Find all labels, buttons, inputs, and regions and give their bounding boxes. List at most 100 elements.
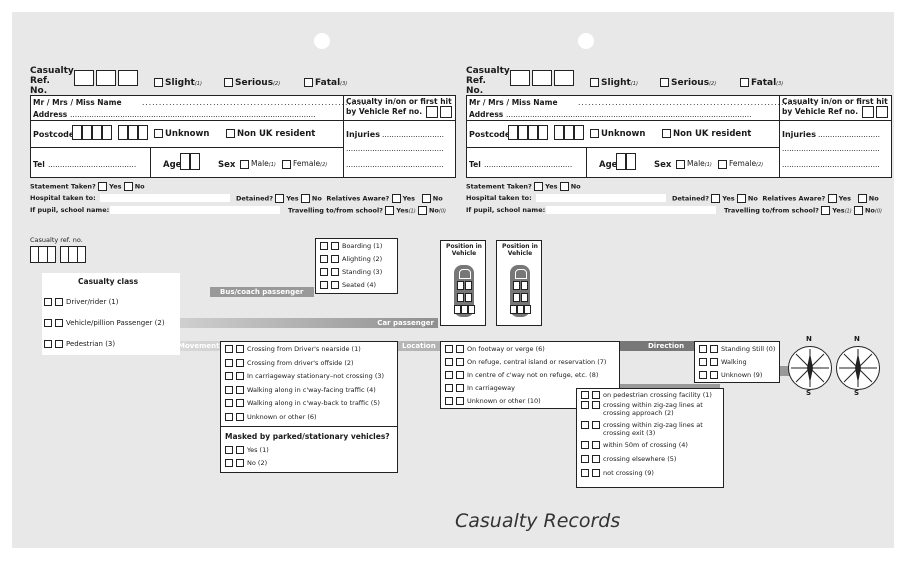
ref-box[interactable] (532, 70, 552, 86)
checkbox[interactable] (225, 385, 233, 394)
school-field[interactable] (546, 206, 716, 214)
ref-box[interactable] (554, 70, 574, 86)
checkbox[interactable] (320, 242, 328, 250)
age-box[interactable] (626, 153, 636, 170)
name-field[interactable]: ........................................… (578, 98, 805, 107)
injuries-field[interactable]: .......................... (818, 130, 880, 139)
checkbox[interactable] (331, 268, 339, 276)
statement-yes[interactable] (98, 182, 108, 191)
vehicle-ref-box[interactable] (876, 106, 888, 118)
seat-box[interactable] (524, 305, 531, 314)
postcode-box[interactable] (82, 125, 92, 140)
address-field[interactable]: ........................................… (506, 110, 752, 119)
relatives-yes[interactable] (827, 194, 837, 203)
checkbox[interactable] (225, 412, 233, 421)
checkbox[interactable] (236, 385, 244, 394)
vehicle-ref-box[interactable] (440, 106, 452, 118)
option-item[interactable]: In carriageway stationary–not crossing (… (225, 372, 384, 380)
lower-ref-box-1[interactable] (30, 246, 56, 263)
tel-field[interactable]: ..................................... (48, 160, 137, 169)
seat-box[interactable] (457, 293, 464, 302)
option-item[interactable]: Crossing from Driver's nearside (1) (225, 345, 361, 353)
option-item[interactable]: Crossing from driver's offside (2) (225, 358, 354, 367)
injuries-field-3[interactable]: ........................................… (782, 160, 880, 169)
checkbox[interactable] (699, 345, 707, 353)
severity-2[interactable]: Fatal(3) (304, 78, 347, 88)
option-item[interactable]: In centre of c'way not on refuge, etc. (… (445, 371, 598, 379)
seat-box[interactable] (468, 305, 475, 314)
ref-box[interactable] (74, 70, 94, 86)
checkbox[interactable] (236, 358, 244, 367)
checkbox[interactable] (581, 421, 589, 429)
postcode-box[interactable] (72, 125, 82, 140)
severity-1[interactable]: Serious(2) (224, 78, 280, 88)
postcode-box[interactable] (538, 125, 548, 140)
severity-checkbox[interactable] (154, 78, 163, 87)
travelling-yes[interactable] (385, 206, 395, 215)
postcode-box[interactable] (518, 125, 528, 140)
crossing-option[interactable]: crossing within zig-zag lines at crossin… (581, 401, 723, 417)
statement-no[interactable] (559, 182, 569, 191)
postcode-box[interactable] (118, 125, 128, 140)
option-item[interactable]: Alighting (2) (320, 255, 382, 263)
travelling-no[interactable] (417, 206, 427, 215)
severity-checkbox[interactable] (660, 78, 669, 87)
checkbox[interactable] (225, 345, 233, 353)
seat-box[interactable] (465, 281, 472, 290)
postcode-box[interactable] (508, 125, 518, 140)
crossing-option[interactable]: on pedestrian crossing facility (1) (581, 391, 723, 399)
checkbox[interactable] (456, 345, 464, 353)
vehicle-ref-box[interactable] (426, 106, 438, 118)
option-item[interactable]: On footway or verge (6) (445, 345, 545, 353)
postcode-box[interactable] (138, 125, 148, 140)
checkbox[interactable] (320, 255, 328, 263)
checkbox[interactable] (699, 358, 707, 366)
hospital-field[interactable] (100, 194, 230, 202)
class-option[interactable]: Pedestrian (3) (44, 340, 115, 348)
class-option[interactable]: Driver/rider (1) (44, 298, 119, 306)
severity-0[interactable]: Slight(1) (154, 78, 202, 88)
travelling-yes[interactable] (821, 206, 831, 215)
checkbox[interactable] (320, 281, 328, 289)
seat-box[interactable] (513, 281, 520, 290)
postcode-box[interactable] (102, 125, 112, 140)
option-item[interactable]: No (2) (225, 459, 267, 467)
option-item[interactable]: Yes (1) (225, 446, 269, 454)
unknown-option[interactable]: Unknown (154, 129, 209, 139)
seat-box[interactable] (461, 305, 468, 314)
checkbox[interactable] (581, 455, 589, 463)
lower-ref-box-2[interactable] (60, 246, 86, 263)
checkbox[interactable] (592, 455, 600, 463)
male-option[interactable]: Male(1) (240, 159, 276, 169)
option-item[interactable]: Standing Still (0) (699, 345, 775, 353)
relatives-no[interactable] (421, 194, 431, 203)
checkbox[interactable] (592, 391, 600, 399)
checkbox[interactable] (331, 281, 339, 289)
checkbox[interactable] (445, 371, 453, 379)
vehicle-ref-box[interactable] (862, 106, 874, 118)
checkbox[interactable] (456, 371, 464, 379)
detained-yes[interactable] (711, 194, 721, 203)
checkbox[interactable] (236, 412, 244, 421)
hospital-field[interactable] (536, 194, 666, 202)
checkbox[interactable] (236, 446, 244, 454)
postcode-box[interactable] (528, 125, 538, 140)
crossing-option[interactable]: crossing elsewhere (5) (581, 455, 723, 463)
detained-no[interactable] (300, 194, 310, 203)
travelling-no[interactable] (853, 206, 863, 215)
seat-box[interactable] (454, 305, 461, 314)
checkbox[interactable] (225, 358, 233, 367)
checkbox[interactable] (699, 371, 707, 379)
checkbox[interactable] (236, 459, 244, 467)
class-option[interactable]: Vehicle/pillion Passenger (2) (44, 319, 165, 327)
seat-box[interactable] (521, 293, 528, 302)
checkbox[interactable] (581, 469, 589, 477)
severity-0[interactable]: Slight(1) (590, 78, 638, 88)
severity-checkbox[interactable] (224, 78, 233, 87)
checkbox[interactable] (581, 391, 589, 399)
severity-checkbox[interactable] (740, 78, 749, 87)
checkbox[interactable] (445, 345, 453, 353)
option-item[interactable]: Boarding (1) (320, 242, 382, 250)
checkbox[interactable] (225, 372, 233, 380)
checkbox[interactable] (445, 358, 453, 366)
